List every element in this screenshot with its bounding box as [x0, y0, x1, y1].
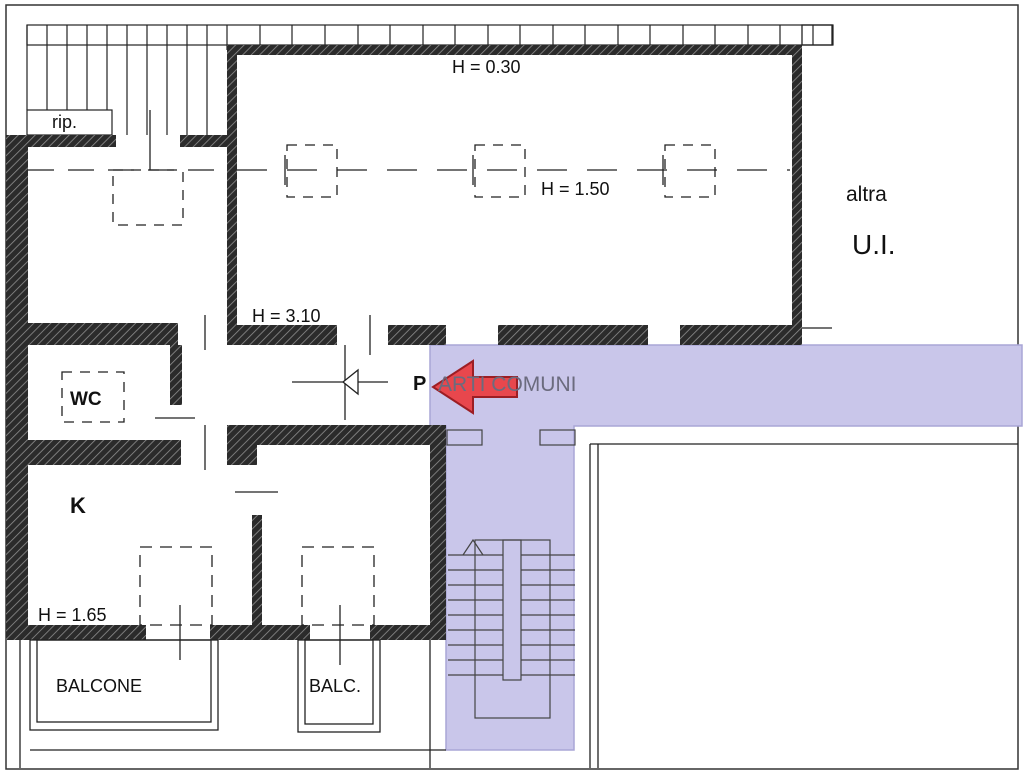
height-label-hall: H = 3.10: [252, 306, 321, 326]
height-label-mid: H = 1.50: [541, 179, 610, 199]
rip-label: rip.: [52, 112, 77, 132]
height-label-bottom: H = 1.65: [38, 605, 107, 625]
ui-label: U.I.: [852, 229, 896, 260]
fixtures: [19, 24, 1018, 768]
stairwell: [446, 429, 576, 719]
common-area-label: ARTI COMUNI: [438, 373, 576, 396]
wc-label: WC: [70, 389, 102, 410]
altra-label: altra: [846, 183, 887, 206]
balcone-label: BALCONE: [56, 676, 142, 696]
common-area: [429, 344, 1023, 751]
balc-label: BALC.: [309, 676, 361, 696]
walls: [6, 45, 802, 640]
kitchen-label: K: [70, 493, 86, 518]
p-label: P: [413, 373, 426, 395]
height-label-top: H = 0.30: [452, 57, 521, 77]
arrow-left-icon: [431, 359, 518, 415]
top-stair: [26, 24, 834, 136]
